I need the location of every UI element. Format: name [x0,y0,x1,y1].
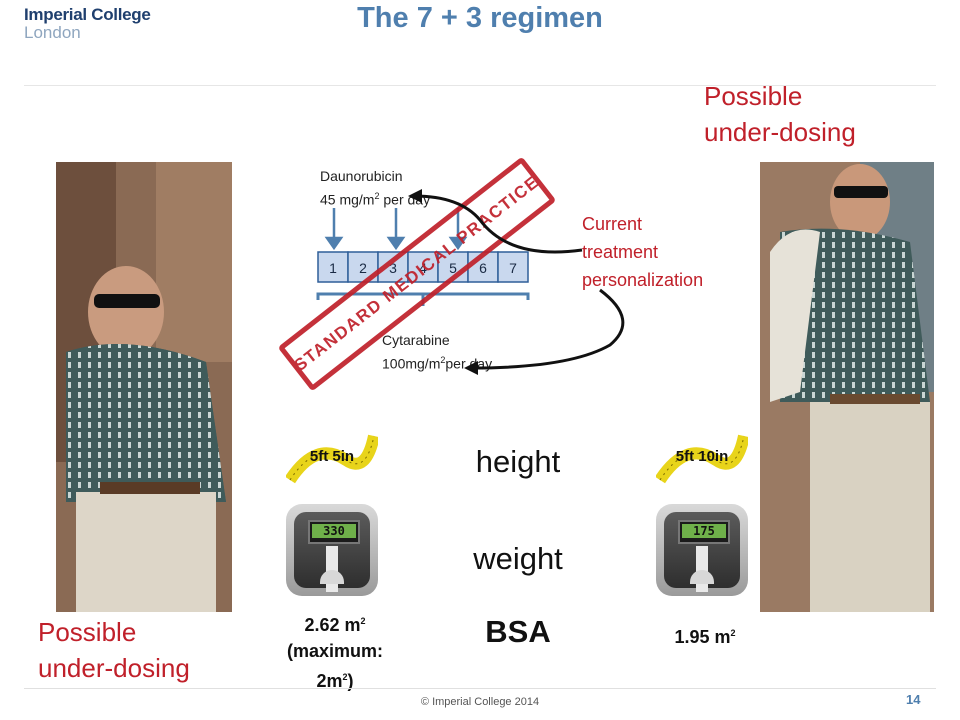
weight-word: weight [473,541,563,576]
footer-divider [24,688,936,689]
right-height-value: 5ft 10in [675,448,729,465]
day-number: 6 [479,260,487,276]
superscript-2d: 2 [342,672,348,682]
height-word: height [475,444,561,479]
right-bsa-value: 1.95 m2 [640,620,770,650]
arrow-to-daunorubicin [413,194,583,254]
day-box [347,251,379,283]
day-box [467,251,499,283]
right-bathroom-scale: 175 [656,504,748,596]
daunorubicin-dose: 45 mg/m [320,191,375,208]
possible-underdosing-right: Possible under-dosing [704,78,856,150]
left-bsa-value: 2.62 m2 (maximum: 2m2) [270,608,400,694]
current-line3: personalization [582,270,704,290]
regimen-diagram: 1 2 3 4 5 6 7 [316,208,530,306]
current-personalization-label: Current treatment personalization [582,210,703,294]
cytarabine-dose: 100mg/m [382,355,441,372]
curved-arrows [408,189,625,375]
arrow-to-cytarabine [471,288,625,370]
logo-line-2: London [24,23,81,42]
superscript-2: 2 [374,191,380,201]
current-line1: Current [582,214,643,234]
right-tape-measure: 5ft 10in [654,430,750,488]
possible-left-line1: Possible [38,617,137,647]
superscript-2c: 2 [360,616,366,626]
day-number: 2 [359,260,367,276]
imperial-logo: Imperial College London [24,6,151,42]
left-bsa-close: ) [347,671,354,691]
possible-underdosing-left: Possible under-dosing [38,614,190,686]
bsa-word: BSA [485,614,551,649]
left-bsa-line3: 2m2) [270,664,400,694]
copyright: © Imperial College 2014 [420,696,540,708]
cytarabine-name: Cytarabine [382,332,450,348]
day-box [497,251,529,283]
left-bathroom-scale: 330 [286,504,378,596]
right-bsa: 1.95 m [674,627,731,647]
daunorubicin-name: Daunorubicin [320,168,403,184]
day-number: 3 [389,260,397,276]
left-person-photo [56,162,232,612]
right-person-photo [760,162,934,612]
page-number: 14 [906,692,921,707]
slide-title: The 7 + 3 regimen [357,2,603,34]
right-weight-value: 175 [682,524,726,538]
logo-line-1: Imperial College [24,5,151,24]
current-line2: treatment [582,242,659,262]
day-number: 5 [449,260,457,276]
dose-arrows [324,208,468,251]
left-bsa-line2: (maximum: [286,641,384,661]
possible-left-line2: under-dosing [38,653,190,683]
left-bsa: 2.62 m [304,615,361,635]
day-number: 1 [329,260,337,276]
header-divider [24,85,936,86]
possible-right-line1: Possible [704,81,803,111]
superscript-2e: 2 [730,628,736,638]
superscript-2b: 2 [440,355,446,365]
possible-right-line2: under-dosing [704,117,856,147]
day-number: 4 [419,260,427,276]
left-tape-measure: 5ft 5in [284,430,380,488]
day-boxes: 1 2 3 4 5 6 7 [317,251,529,283]
cytarabine-bracket [316,292,530,306]
left-bsa-line1: 2.62 m2 [270,608,400,638]
day-number: 7 [509,260,517,276]
left-height-value: 5ft 5in [309,448,355,465]
left-bsa-max: 2m [316,671,343,691]
left-weight-value: 330 [312,524,356,538]
